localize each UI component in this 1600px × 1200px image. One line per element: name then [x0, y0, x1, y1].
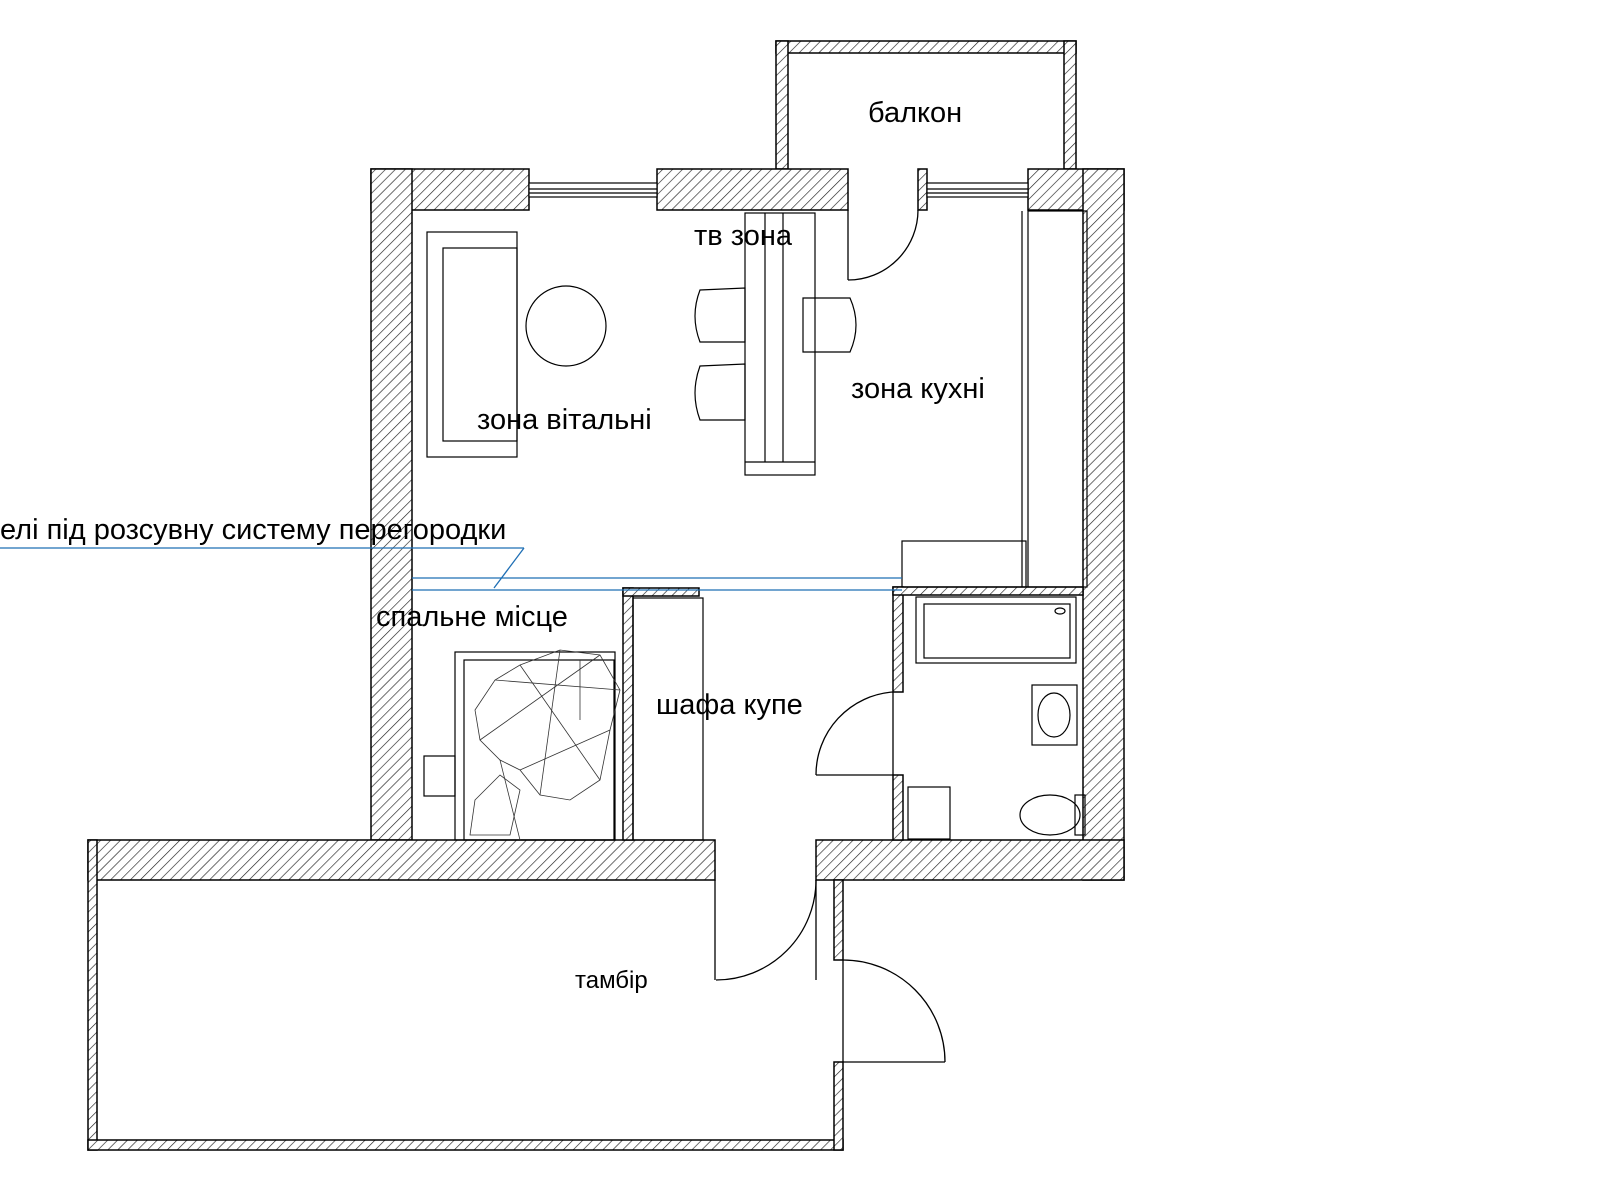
label-balcony: балкон [868, 97, 962, 129]
label-kitchen-zone: зона кухні [851, 373, 985, 405]
sofa [426, 231, 518, 458]
entrance-door [714, 879, 817, 981]
label-partition-rail: елі під розсувну систему перегородки [0, 514, 506, 546]
chair-right [802, 297, 857, 353]
top-wall-mid [656, 168, 849, 211]
annotation-arrow [493, 547, 525, 589]
vestibule-wall-right-lower [833, 1061, 844, 1151]
balcony-wall-right [1063, 40, 1077, 170]
wardrobe-wall-left [622, 587, 634, 841]
fridge [901, 540, 1027, 588]
wardrobe-wall-top [622, 587, 700, 597]
blanket [469, 649, 621, 841]
label-living-zone: зона вітальні [477, 404, 652, 436]
window-right [926, 182, 1029, 198]
vestibule-door [842, 959, 946, 1063]
label-sleeping-place: спальне місце [376, 601, 568, 633]
washing-machine [907, 786, 951, 840]
bathroom-wall-top [892, 586, 1084, 596]
round-table [525, 285, 607, 367]
bottom-wall-left [87, 839, 716, 881]
bottom-wall-right [815, 839, 1125, 881]
window-left [528, 182, 658, 198]
wardrobe-unit [632, 597, 704, 841]
right-wall [1082, 168, 1125, 881]
balcony-wall-top [775, 40, 1077, 54]
label-tv-zone: тв зона [694, 220, 793, 252]
bathtub [915, 596, 1077, 664]
toilet [1019, 794, 1086, 836]
windows [528, 182, 1029, 198]
bathroom-wall-left-top [892, 586, 904, 693]
bathroom-wall-left-bottom [892, 774, 904, 841]
labels: балкон тв зона зона вітальні зона кухні … [0, 97, 985, 994]
partition-rail-lines [0, 547, 902, 591]
left-wall [370, 168, 413, 841]
doors [714, 209, 946, 1063]
top-wall-door-right [917, 168, 928, 211]
bed [454, 651, 616, 841]
label-vestibule: тамбір [575, 967, 648, 994]
nightstand [423, 755, 456, 797]
vestibule-wall-left [87, 839, 98, 1151]
kitchen-counter [1021, 210, 1088, 588]
chair-left-top [694, 287, 746, 343]
balcony-door [847, 209, 919, 281]
vestibule-wall-bottom [87, 1139, 844, 1151]
kitchen-island [744, 212, 816, 476]
bathroom-door [815, 691, 894, 776]
balcony-wall-left [775, 40, 789, 170]
vestibule-wall-right-upper [833, 879, 844, 961]
washbasin [1031, 684, 1078, 746]
walls [87, 40, 1125, 1151]
chair-left-bottom [694, 363, 746, 421]
label-wardrobe: шафа купе [656, 689, 803, 721]
furniture [423, 210, 1088, 841]
